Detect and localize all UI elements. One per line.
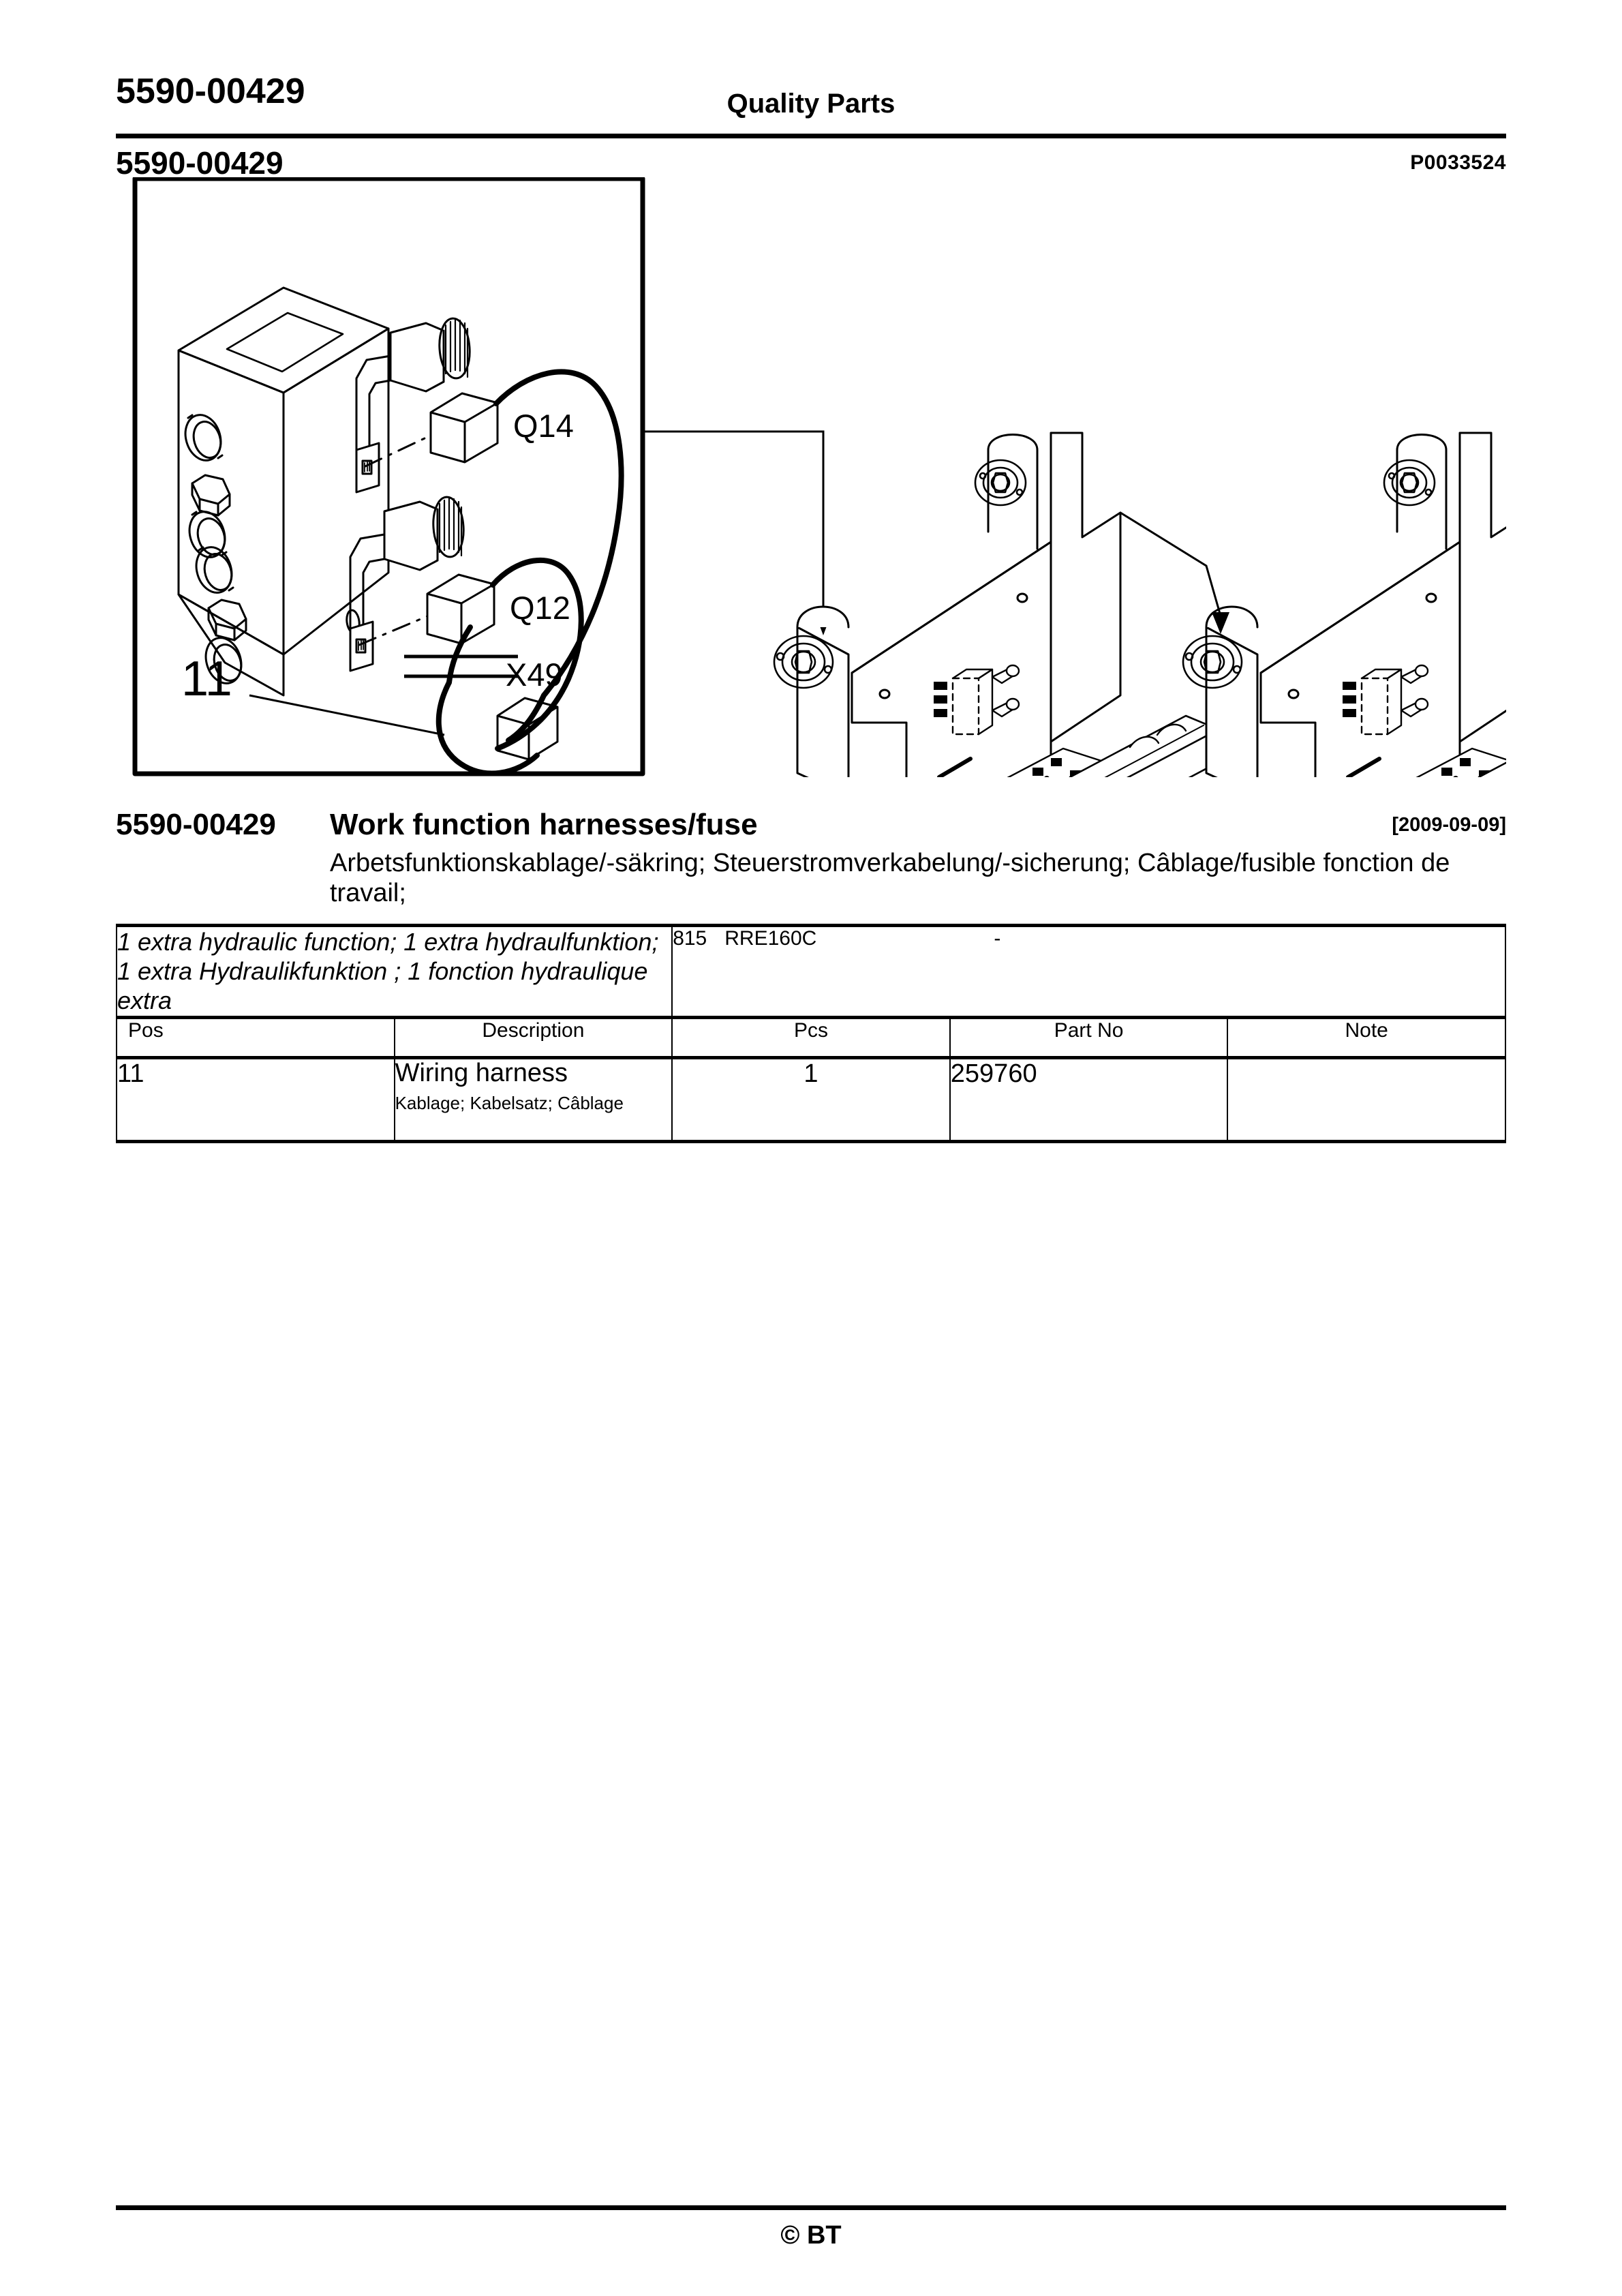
harness-cable-q14 [493,369,624,698]
drawing-number: P0033524 [1410,151,1506,174]
title-translations: Arbetsfunktionskablage/-säkring; Steuers… [330,849,1450,908]
sheet-code: 5590-00429 [116,145,284,181]
connector-cube-q12 [426,573,495,645]
table-row[interactable]: 11 Wiring harness Kablage; Kabelsatz; Câ… [116,1055,1506,1143]
variant-description: 1 extra hydraulic function; 1 extra hydr… [115,924,673,1018]
revision-date: [2009-09-09] [1392,814,1506,836]
cell-pcs: 1 [671,1055,951,1143]
title-code: 5590-00429 [116,808,276,841]
cell-note [1227,1055,1506,1143]
cell-part-no: 259760 [949,1055,1229,1143]
illustration-area: Q14 Q12 X49 [116,177,1506,777]
harness-cable-q12 [490,557,584,751]
detail-leader [643,430,825,616]
cell-description: Wiring harness Kablage; Kabelsatz; Câbla… [393,1055,673,1143]
cell-pos: 11 [116,1055,395,1143]
detail-leader-2 [1120,511,1221,614]
column-header-part-no: Part No [949,1015,1229,1059]
header-divider [116,134,1506,138]
header-title: Quality Parts [726,89,896,119]
column-header-pos: Pos [116,1015,395,1059]
column-header-description: Description [393,1015,673,1059]
carriage-assembly-left [773,432,1257,777]
model-note: - [994,927,1001,950]
centerline-q14 [364,432,438,468]
parts-table: 1 extra hydraulic function; 1 extra hydr… [115,924,1506,1143]
model-cell: 815 RRE160C - [671,924,1506,1018]
column-header-note: Note [1227,1015,1506,1059]
footer-copyright: © BT [780,2221,842,2250]
column-header-row: Pos Description Pcs Part No Note [116,1015,1506,1059]
harness-cable-loop [435,680,540,776]
cable-break-symbol [404,654,518,678]
part-description: Wiring harness [395,1058,568,1087]
detail-leader-arrow-2 [1212,612,1229,634]
model-name: RRE160C [724,927,817,950]
carriage-assembly-right [1182,432,1506,777]
column-header-pcs: Pcs [671,1015,951,1059]
header-document-code: 5590-00429 [116,72,305,111]
connector-label-q12: Q12 [510,590,570,626]
page-title: Work function harnesses/fuse [330,808,758,841]
callout-leader-11 [249,694,445,736]
footer-divider [116,2205,1506,2210]
connector-cube-q14 [429,392,499,464]
harness-cable-main [506,693,547,743]
centerline-q12 [358,613,433,646]
variant-row: 1 extra hydraulic function; 1 extra hydr… [115,924,1506,1018]
model-number: 815 [673,927,707,950]
connector-label-q14: Q14 [513,408,574,444]
callout-number-11: 11 [181,652,232,706]
part-description-translations: Kablage; Kabelsatz; Câblage [395,1093,624,1114]
